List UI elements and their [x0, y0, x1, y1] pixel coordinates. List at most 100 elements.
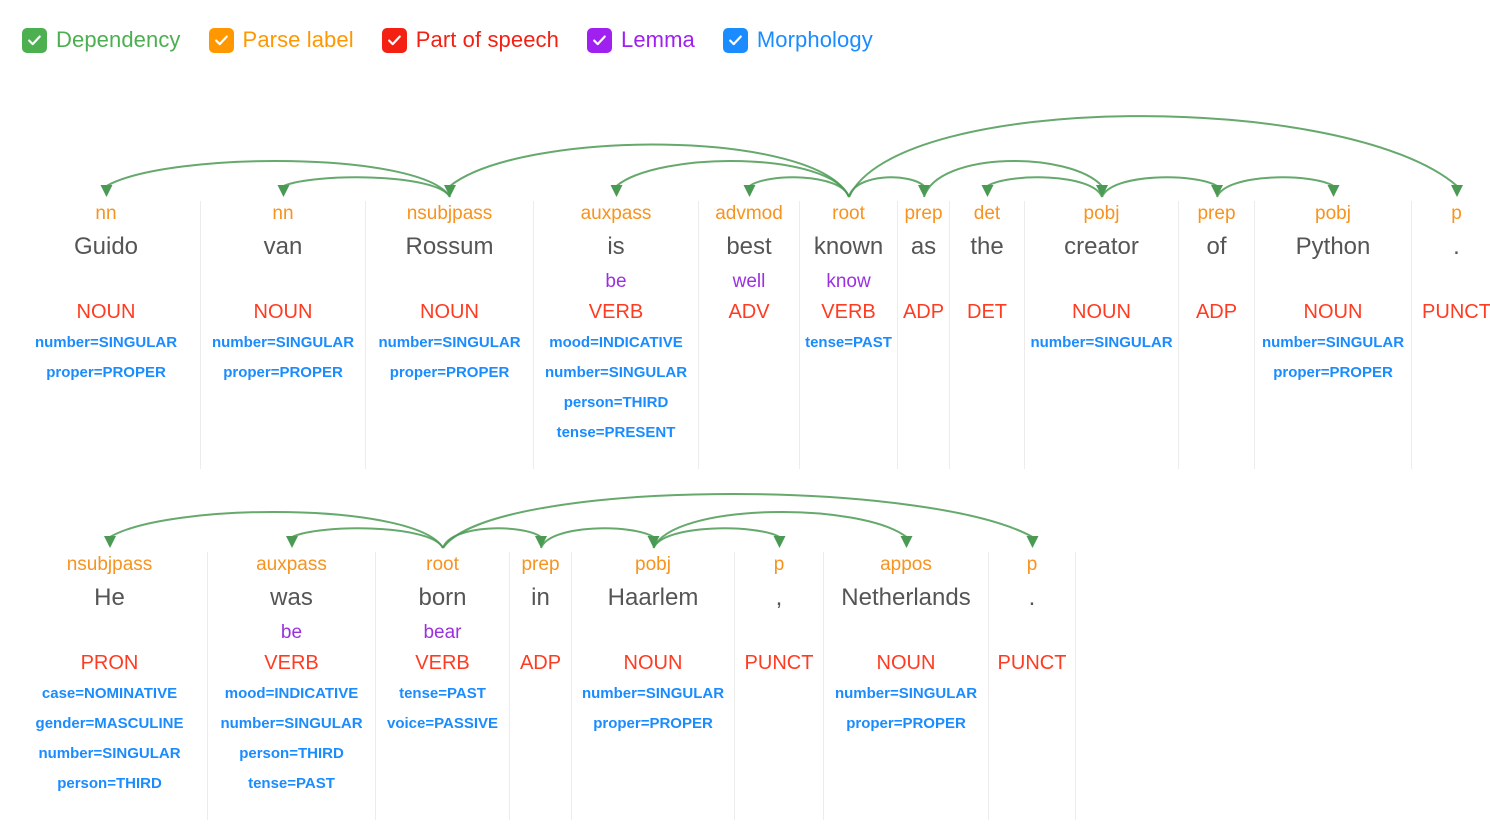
- token-word: as: [910, 233, 937, 260]
- token-lemma: [510, 618, 571, 648]
- part-of-speech: PRON: [80, 652, 139, 674]
- token-word: is: [607, 233, 625, 260]
- morphology-feature: gender=MASCULINE: [35, 715, 184, 732]
- morphology-feature: voice=PASSIVE: [386, 715, 499, 732]
- legend-toggle-lemma[interactable]: Lemma: [586, 27, 695, 53]
- morphology-feature: tense=PAST: [805, 334, 892, 351]
- parse-label: prep: [904, 203, 943, 224]
- parse-label: pobj: [1083, 203, 1120, 224]
- dependency-arc: [652, 511, 908, 549]
- part-of-speech: VERB: [821, 301, 876, 323]
- morphology-feature: number=SINGULAR: [378, 334, 521, 351]
- dependency-arrowhead: [1327, 185, 1340, 197]
- legend-toggle-parse-label[interactable]: Parse label: [208, 27, 354, 53]
- dependency-arrowhead: [1451, 185, 1463, 197]
- legend-toggle-part-of-speech[interactable]: Part of speech: [381, 27, 559, 53]
- dependency-arrowhead: [277, 185, 290, 197]
- morphology-feature: number=SINGULAR: [544, 364, 688, 381]
- morphology-feature: proper=PROPER: [1273, 364, 1393, 381]
- checkbox-checked-icon[interactable]: [722, 27, 748, 53]
- token-word: van: [263, 233, 303, 260]
- morphology-list: [989, 678, 1075, 679]
- token-lemma: [201, 267, 365, 297]
- parse-label: nn: [272, 203, 294, 224]
- checkbox-checked-icon[interactable]: [586, 27, 612, 53]
- morphology-list: tense=PAST: [800, 327, 897, 358]
- token-lemma: [989, 618, 1075, 648]
- token-word: Rossum: [405, 233, 494, 260]
- part-of-speech: PUNCT: [744, 652, 814, 674]
- token-lemma: [366, 267, 533, 297]
- part-of-speech: NOUN: [1072, 301, 1131, 323]
- token-word: known: [813, 233, 884, 260]
- part-of-speech: ADP: [519, 652, 562, 674]
- parse-label: prep: [1197, 203, 1236, 224]
- token-word: Haarlem: [607, 584, 699, 611]
- parse-label: pobj: [635, 554, 671, 575]
- morphology-feature: proper=PROPER: [593, 715, 713, 732]
- parse-label: pobj: [1315, 203, 1351, 224]
- token-lemma: [572, 618, 734, 648]
- token-column[interactable]: pobj creator NOUN number=SINGULAR: [1025, 201, 1179, 469]
- parse-label: p: [773, 554, 785, 575]
- token-lemma: [1255, 267, 1411, 297]
- parse-label: prep: [521, 554, 560, 575]
- parse-label: auxpass: [256, 554, 327, 575]
- morphology-list: [1412, 327, 1490, 328]
- part-of-speech: PUNCT: [997, 652, 1067, 674]
- morphology-list: number=SINGULAR proper=PROPER: [1255, 327, 1411, 388]
- token-word: in: [531, 584, 550, 611]
- legend-toolbar: Dependency Parse label Part of speech Lemma…: [22, 18, 873, 62]
- dependency-arc: [106, 160, 451, 198]
- morphology-list: [950, 327, 1024, 328]
- token-column[interactable]: p. PUNCT: [989, 552, 1076, 820]
- token-column[interactable]: p. PUNCT: [1412, 201, 1490, 469]
- token-word: Guido: [73, 233, 139, 260]
- checkbox-checked-icon[interactable]: [381, 27, 407, 53]
- checkbox-checked-icon[interactable]: [22, 27, 47, 53]
- parse-label: auxpass: [580, 203, 652, 224]
- morphology-list: number=SINGULAR: [1025, 327, 1178, 358]
- token-lemma: [1179, 267, 1254, 297]
- token-word: was: [270, 584, 313, 611]
- checkbox-checked-icon[interactable]: [208, 27, 234, 53]
- legend-toggle-dependency[interactable]: Dependency: [22, 27, 181, 53]
- dependency-arc: [291, 527, 444, 549]
- morphology-feature: tense=PRESENT: [556, 424, 676, 441]
- dependency-arrowhead: [647, 536, 660, 548]
- morphology-feature: number=SINGULAR: [1261, 334, 1405, 351]
- legend-label: Dependency: [56, 27, 181, 52]
- legend-toggle-morphology[interactable]: Morphology: [722, 27, 873, 53]
- dependency-arc: [1101, 176, 1218, 198]
- dependency-arc: [923, 160, 1103, 198]
- parse-label: det: [973, 203, 1001, 224]
- dependency-arrowhead: [773, 536, 786, 548]
- dependency-arc: [442, 527, 542, 549]
- token-column[interactable]: p, PUNCT: [735, 552, 824, 820]
- token-word: born: [418, 584, 467, 611]
- token-word: creator: [1064, 233, 1139, 260]
- dependency-arrowhead: [610, 185, 623, 197]
- token-word: of: [1206, 233, 1227, 260]
- token-column[interactable]: prep in ADP: [510, 552, 572, 820]
- dependency-arrowhead: [444, 185, 456, 197]
